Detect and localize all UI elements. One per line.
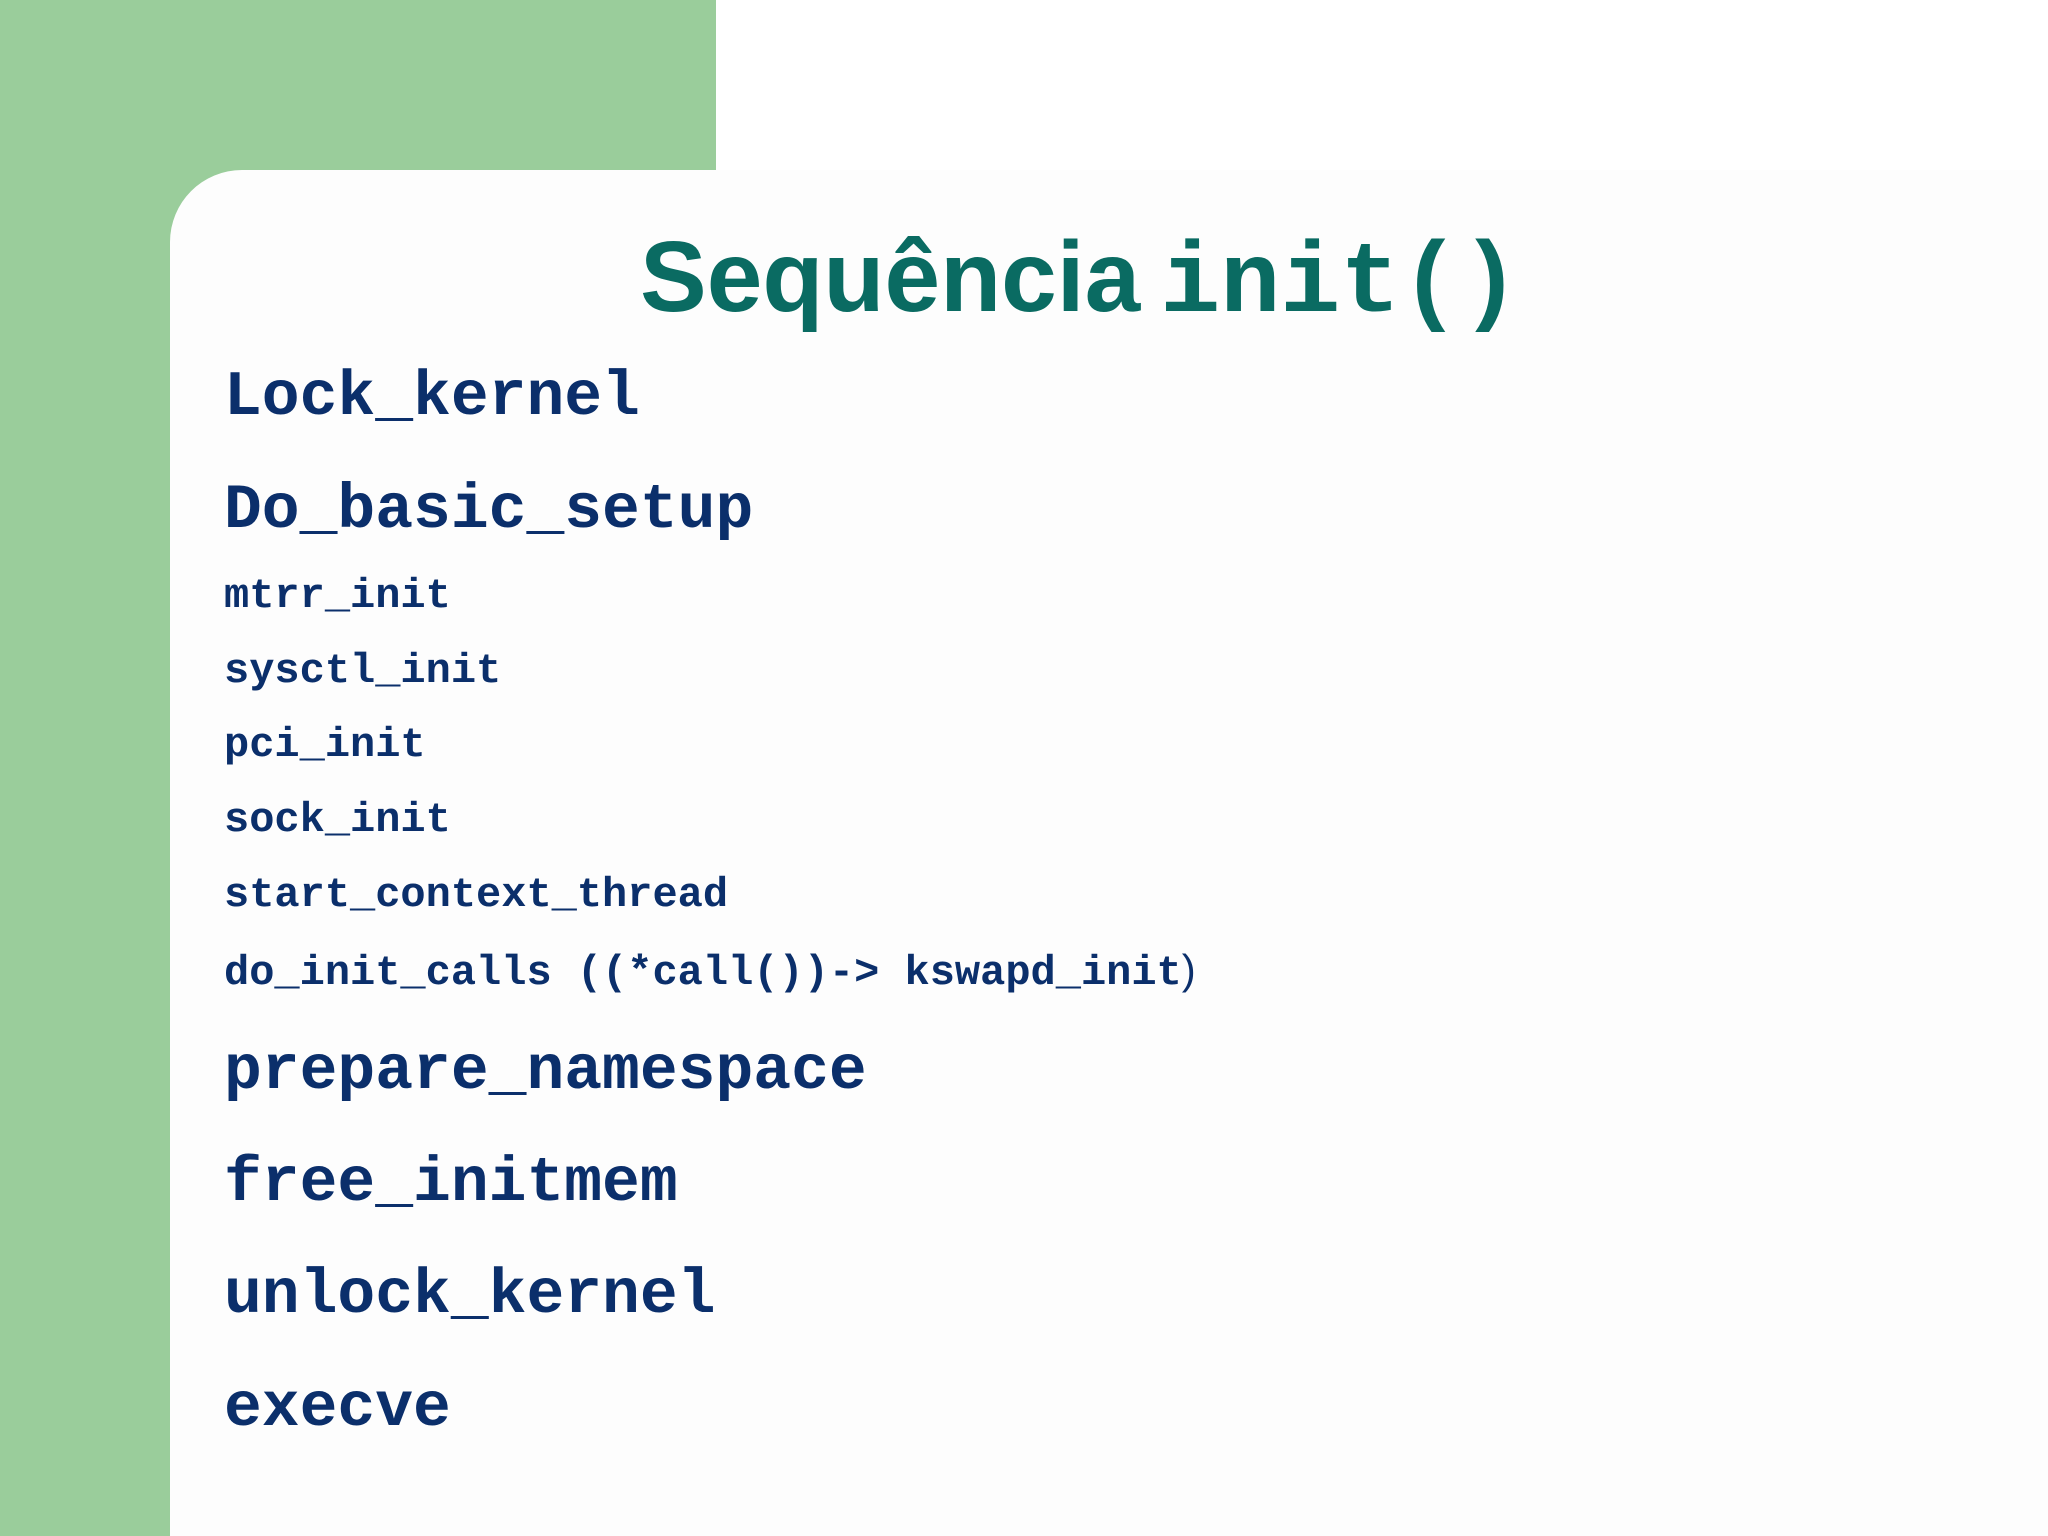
list-item: pci_init — [224, 721, 426, 769]
list-item: sysctl_init — [224, 647, 502, 695]
title-word: Sequência — [640, 221, 1141, 333]
list-item: execve — [224, 1373, 451, 1444]
list-item: prepare_namespace — [224, 1036, 867, 1107]
list-item-with-call: do_init_calls ((*call())-> kswapd_init) — [224, 946, 1196, 997]
list-item: unlock_kernel — [224, 1260, 716, 1331]
closing-paren: ) — [1181, 946, 1196, 993]
list-item-text: do_init_calls ((*call())-> kswapd_init — [224, 949, 1182, 997]
content-panel — [170, 170, 2048, 1536]
list-item: mtrr_init — [224, 572, 451, 620]
list-item: free_initmem — [224, 1148, 678, 1219]
list-item: Lock_kernel — [224, 362, 640, 433]
list-item: Do_basic_setup — [224, 475, 754, 546]
list-item: sock_init — [224, 796, 451, 844]
title-code: init() — [1160, 229, 1521, 342]
list-item: start_context_thread — [224, 871, 729, 919]
